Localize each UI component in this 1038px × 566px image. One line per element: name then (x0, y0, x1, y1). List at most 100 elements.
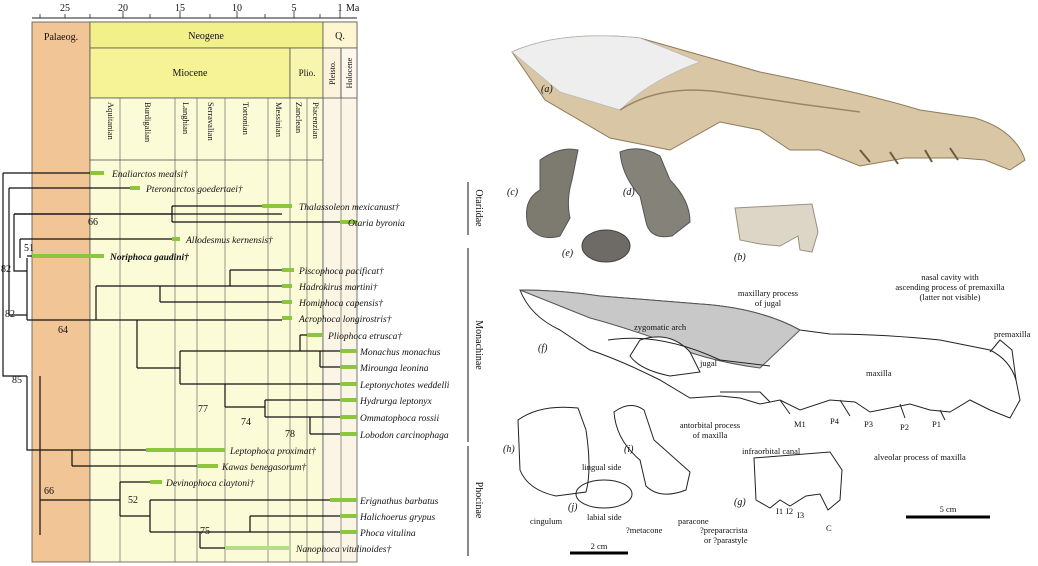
panel-label: (i) (624, 444, 634, 455)
panel-label: (g) (734, 497, 746, 508)
panel-label: (j) (568, 502, 578, 513)
taxon-label: Leptonychotes weddelli (359, 381, 450, 391)
clade-otariidae: Otariidae (473, 189, 484, 227)
taxon-label: Phoca vitulina (359, 529, 416, 539)
label-cingulum: cingulum (530, 516, 562, 526)
taxon-label: Allodesmus kernensis† (185, 236, 273, 246)
label-premaxilla: premaxilla (994, 329, 1031, 339)
taxon-label: Otaria byronia (348, 219, 405, 229)
scale-label-5cm: 5 cm (940, 504, 957, 514)
taxon-label: Hydrurga leptonyx (359, 397, 432, 407)
specimen-panel: (a) (c) (d) (e) (b) (f) (h) (i) (j) (g) (503, 35, 1031, 555)
label-antorbital: of maxilla (693, 430, 728, 440)
stage-label: Aquitanian (106, 102, 116, 141)
panel-label: (e) (562, 248, 574, 259)
node-value: 66 (88, 217, 98, 228)
epoch-pleistocene: Pleisto. (328, 61, 337, 85)
taxon-label: Homiphoca capensis† (298, 299, 383, 309)
node-value: 82 (5, 309, 15, 320)
tick-label: 15 (175, 3, 185, 14)
label-lingual: lingual side (582, 462, 622, 472)
epoch-miocene: Miocene (173, 68, 209, 79)
taxon-label: Nanophoca vitulinoides† (295, 545, 392, 555)
stage-label: Piacenzian (311, 102, 321, 140)
label-incisor: I3 (797, 510, 804, 520)
taxon-label: Mirounga leonina (359, 364, 429, 374)
drawing-j (575, 479, 633, 509)
specimen-photo-e (581, 229, 631, 263)
era-quaternary: Q. (335, 31, 345, 42)
stage-label: Langhian (181, 102, 191, 135)
tick-label: 20 (118, 3, 128, 14)
taxon-label-highlight: Noriphoca gaudini† (109, 253, 189, 263)
node-value: 64 (58, 325, 68, 336)
label-nasal-cavity: nasal cavity with (921, 272, 979, 282)
taxon-label: Devinophoca claytoni† (165, 479, 255, 489)
clade-phocinae: Phocinae (473, 482, 484, 519)
taxon-label: Lobodon carcinophaga (359, 431, 449, 441)
node-value: 51 (24, 243, 34, 254)
label-zygomatic-arch: zygomatic arch (634, 322, 687, 332)
era-palaeogene: Palaeog. (44, 32, 78, 43)
label-tooth: P4 (830, 416, 840, 426)
quaternary-band (322, 21, 358, 563)
panel-label: (c) (507, 187, 519, 198)
stage-label: Tortonian (241, 102, 251, 136)
taxon-label: Pliophoca etrusca† (327, 332, 402, 342)
tick-label: 1 (338, 3, 343, 14)
label-canine: C (826, 523, 832, 533)
taxon-label: Erignathus barbatus (359, 497, 439, 507)
phylogeny-panel: 25 20 15 10 5 1 Ma Palaeog. Neogene Q. M… (1, 3, 484, 563)
label-alveolar: alveolar process of maxilla (874, 452, 966, 462)
epoch-holocene: Holocene (345, 57, 354, 88)
label-tooth: P3 (864, 419, 873, 429)
specimen-photo-c (526, 148, 579, 239)
node-value: 52 (128, 495, 138, 506)
node-value: 66 (44, 486, 54, 497)
label-labial: labial side (587, 512, 622, 522)
label-incisor: I1 (776, 506, 783, 516)
label-preparacrista: ?preparacrista (700, 525, 748, 535)
label-preparacrista: or ?parastyle (704, 535, 748, 545)
drawing-f (519, 289, 1021, 421)
taxon-label: Leptophoca proximat† (229, 447, 316, 457)
panel-label: (h) (503, 444, 515, 455)
label-maxillary-process: maxillary process (738, 288, 798, 298)
stage-label: Burdigalian (143, 102, 153, 143)
taxon-label: Piscophoca pacificat† (298, 266, 384, 277)
taxon-label: Monachus monachus (359, 348, 441, 358)
label-metacone: ?metacone (626, 525, 663, 535)
label-antorbital: antorbital process (680, 420, 740, 430)
drawing-h (517, 406, 590, 497)
palaeogene-band (31, 21, 91, 563)
label-jugal: jugal (699, 358, 718, 368)
label-nasal-cavity: ascending process of premaxilla (895, 282, 1005, 292)
panel-label: (f) (538, 343, 548, 354)
node-value: 85 (12, 375, 22, 386)
timescale-ticks (39, 11, 341, 18)
label-incisor: I2 (786, 506, 793, 516)
taxon-label: Enaliarctos mealsi† (111, 170, 188, 180)
specimen-photo-a (511, 35, 1026, 171)
taxon-label: Hadrokirus martini† (298, 283, 378, 293)
taxon-label: Thalassoleon mexicanust† (299, 203, 400, 213)
panel-label: (d) (623, 187, 635, 198)
taxon-label: Pteronarctos goedertaei† (145, 185, 243, 195)
unit-label: Ma (346, 3, 360, 14)
label-paracone: paracone (678, 516, 709, 526)
taxon-label: Acrophoca longirostris† (298, 315, 392, 325)
label-nasal-cavity: (latter not visible) (920, 292, 981, 302)
node-value: 74 (241, 417, 251, 428)
specimen-photo-d (619, 148, 691, 238)
stage-label: Zanclean (294, 102, 304, 134)
label-infraorbital: infraorbital canal (742, 446, 801, 456)
stratigraphic-ranges (32, 171, 357, 550)
epoch-pliocene: Plio. (299, 68, 316, 78)
tick-label: 25 (60, 3, 70, 14)
tick-label: 5 (292, 3, 297, 14)
clade-monachinae: Monachinae (473, 320, 484, 370)
tick-label: 10 (232, 3, 242, 14)
node-value: 77 (198, 404, 208, 415)
taxon-label: Ommatophoca rossii (360, 414, 439, 424)
